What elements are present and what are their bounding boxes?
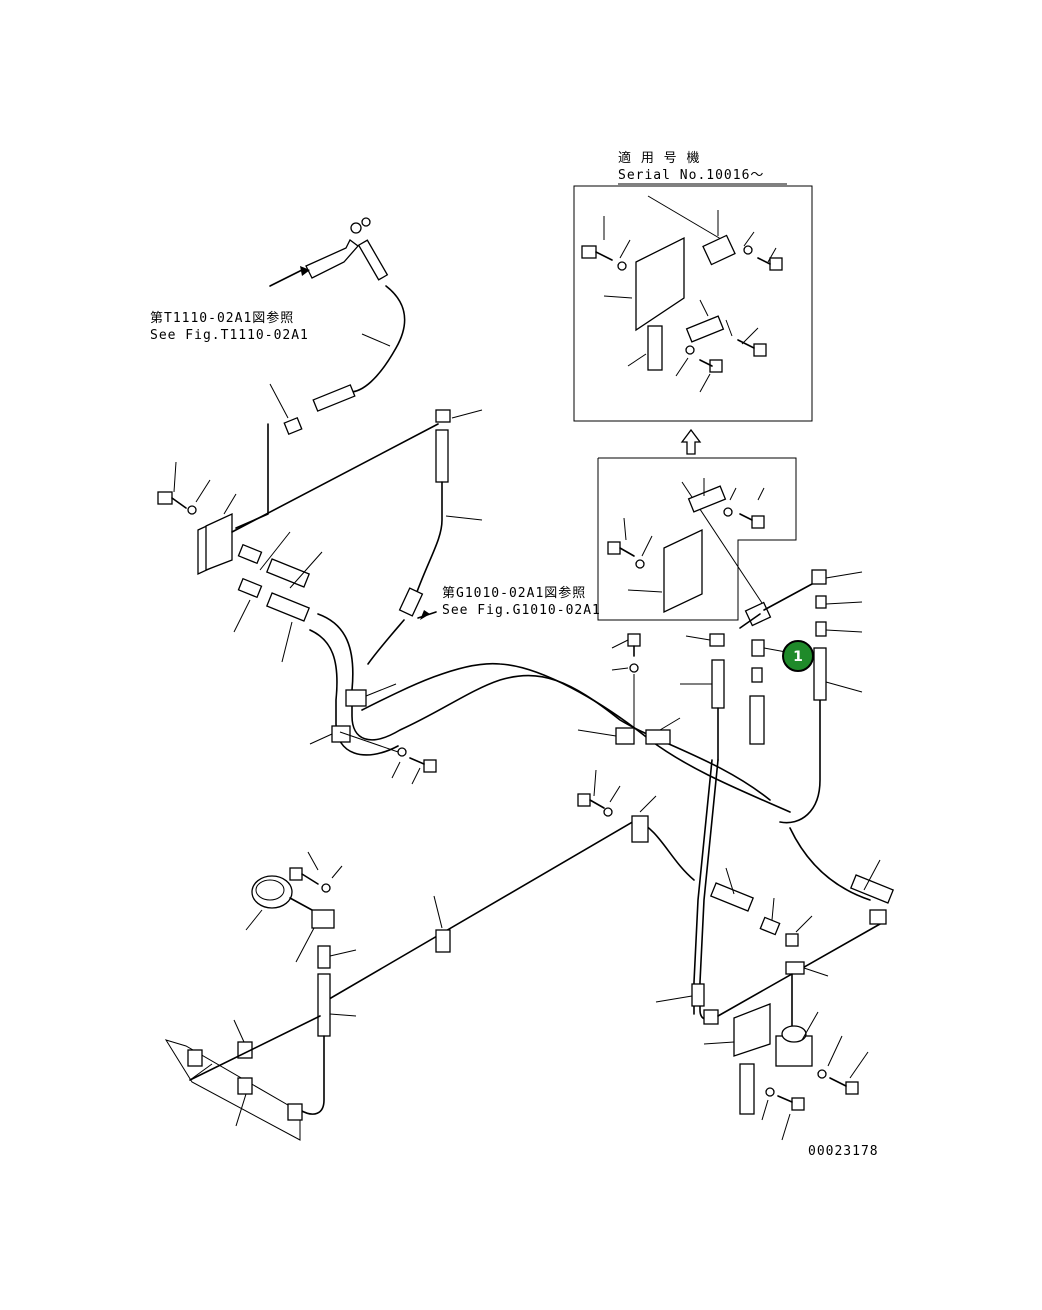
hydraulic-hose <box>349 285 406 393</box>
clamp-icon <box>685 315 725 343</box>
washer-icon <box>723 507 733 517</box>
pipe-line <box>231 423 439 533</box>
serial-detail-box <box>573 185 813 422</box>
washer-icon <box>187 505 197 515</box>
bolt-icon <box>607 541 635 557</box>
elbow-fitting <box>435 409 451 423</box>
washer-icon <box>743 245 753 255</box>
mounting-bracket <box>164 1015 321 1141</box>
hose-segment <box>647 325 663 371</box>
reference-g1010-en: See Fig.G1010-02A1 <box>442 603 601 618</box>
clamp-icon <box>287 1103 303 1121</box>
bolt-icon <box>739 513 765 529</box>
clamp-icon <box>645 729 671 745</box>
washer-icon <box>685 345 695 355</box>
pipe-line <box>235 423 269 529</box>
hose-fitting <box>398 587 424 617</box>
adapter-icon <box>317 945 331 969</box>
bolt-icon <box>829 1077 859 1095</box>
hose-fitting <box>813 647 827 701</box>
valve-assembly <box>680 569 863 761</box>
pipe-line <box>309 629 399 756</box>
bolt-icon <box>757 257 783 271</box>
washer-icon <box>603 807 613 817</box>
bolt-icon <box>409 757 437 773</box>
arrow-up-icon <box>680 428 702 455</box>
washer-icon <box>635 559 645 569</box>
bolt-icon <box>289 867 319 885</box>
bracket-plate <box>663 528 703 614</box>
pipe-line <box>789 827 871 901</box>
callout-marker[interactable]: 1 <box>763 640 814 672</box>
bolt-icon <box>777 1095 805 1111</box>
detail-panel-lower <box>597 457 797 621</box>
hose-fitting <box>312 384 356 412</box>
washer-icon <box>817 1069 827 1079</box>
clamp-icon <box>702 234 736 266</box>
serial-label-en: Serial No.10016～ <box>618 168 764 183</box>
hydraulic-hose <box>299 1035 325 1115</box>
clamp-icon <box>187 1049 203 1067</box>
elbow-fitting <box>703 1009 719 1025</box>
hose-fitting <box>691 983 705 1007</box>
clamp-icon <box>345 689 367 707</box>
lever-bracket <box>269 217 389 287</box>
clamp-icon <box>631 815 649 843</box>
bolt-icon <box>627 633 641 657</box>
reference-t1110-en: See Fig.T1110-02A1 <box>150 328 309 343</box>
bolt-icon <box>699 359 723 373</box>
washer-icon <box>617 261 627 271</box>
washer-icon <box>397 747 407 757</box>
pipe-line <box>323 819 637 1003</box>
washer-icon <box>629 663 639 673</box>
callout-label: 1 <box>793 649 803 665</box>
hydraulic-hose <box>367 619 405 665</box>
bolt-icon <box>737 339 767 357</box>
pipe-line <box>779 689 821 824</box>
pressure-gauge <box>245 875 335 963</box>
hose-fitting <box>711 659 725 709</box>
adapter-icon <box>283 416 303 436</box>
bracket-plate <box>635 236 685 332</box>
hydraulic-hose <box>413 481 443 601</box>
bolt-icon <box>157 491 187 509</box>
hose-fitting <box>317 973 331 1037</box>
elbow-fitting <box>709 633 725 647</box>
clamp-icon <box>687 485 727 513</box>
bracket-plate <box>733 1003 771 1057</box>
pipe-line <box>361 662 791 813</box>
bolt-icon <box>577 793 605 809</box>
drawing-number: 00023178 <box>808 1144 879 1159</box>
right-lower-assembly <box>703 859 895 1141</box>
hose-fitting <box>435 429 449 483</box>
clamp-icon <box>237 1077 253 1095</box>
serial-label-jp: 適 用 号 機 <box>618 150 700 166</box>
bolt-icon <box>581 245 613 261</box>
junction-block <box>157 461 237 576</box>
pipe-line <box>693 759 713 1015</box>
serial-detail-panel: 適 用 号 機 Serial No.10016～ <box>573 150 813 422</box>
washer-icon <box>765 1087 775 1097</box>
washer-icon <box>321 883 331 893</box>
hose-segment <box>739 1063 755 1115</box>
clamp-icon <box>435 929 451 953</box>
reference-t1110-jp: 第T1110-02A1図参照 <box>150 310 294 326</box>
clamp-icon <box>615 727 635 745</box>
fitting-group <box>233 531 323 663</box>
reference-g1010-jp: 第G1010-02A1図参照 <box>442 585 586 601</box>
callout-circle[interactable] <box>782 640 814 672</box>
